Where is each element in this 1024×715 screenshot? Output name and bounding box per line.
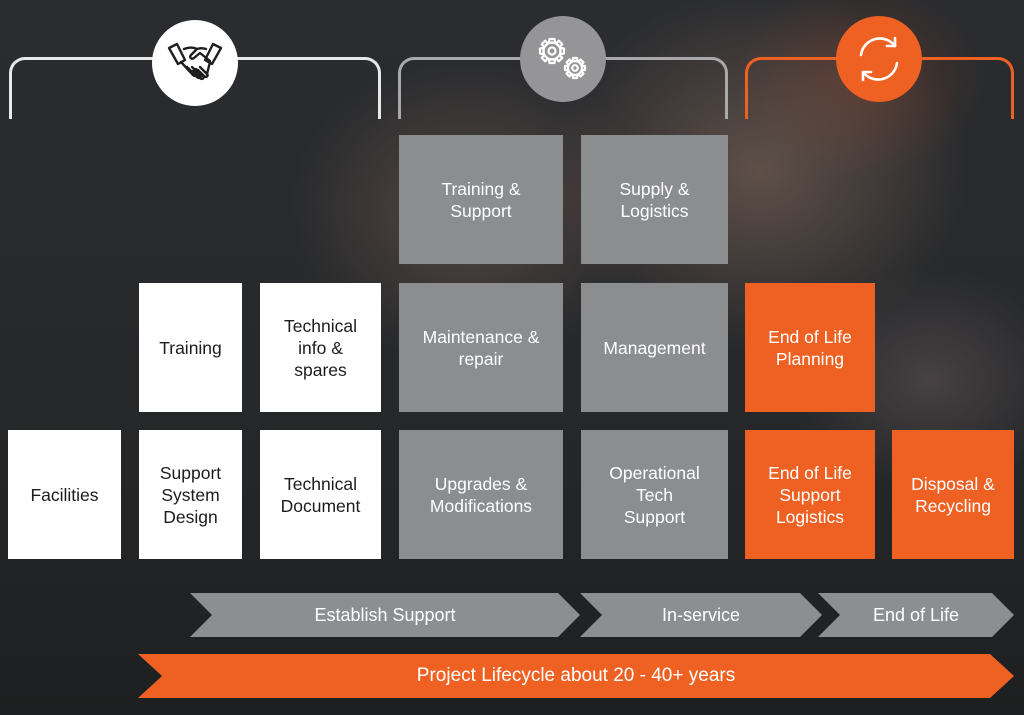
end-of-life-arrow: End of Life — [818, 593, 1014, 637]
upgrades-modifications-label: Upgrades & Modifications — [429, 473, 533, 516]
end-of-life-planning-box: End of Life Planning — [745, 283, 875, 412]
disposal-recycling-box: Disposal & Recycling — [892, 430, 1014, 559]
maintenance-repair-box: Maintenance & repair — [399, 283, 563, 412]
handshake-icon — [167, 42, 223, 81]
management-box: Management — [581, 283, 728, 412]
in-service-label: In-service — [661, 604, 741, 625]
training-box: Training — [139, 283, 242, 412]
project-lifecycle-label: Project Lifecycle about 20 - 40+ years — [416, 665, 736, 686]
establish-support-label: Establish Support — [314, 604, 456, 625]
technical-document-box: Technical Document — [260, 430, 381, 559]
operational-tech-support-label: Operational Tech Support — [609, 462, 700, 527]
end-of-life-support-logistics-box: End of Life Support Logistics — [745, 430, 875, 559]
supply-logistics-label: Supply & Logistics — [619, 178, 690, 221]
management-label: Management — [603, 337, 706, 358]
maintenance-repair-label: Maintenance & repair — [422, 326, 540, 369]
end-of-life-planning-label: End of Life Planning — [768, 326, 852, 369]
end-of-life-support-logistics-label: End of Life Support Logistics — [768, 462, 852, 527]
supply-logistics-box: Supply & Logistics — [581, 135, 728, 264]
technical-info-spares-box: Technical info & spares — [260, 283, 381, 412]
technical-document-label: Technical Document — [280, 473, 361, 516]
refresh-icon — [859, 36, 899, 82]
end-of-life-arrow-label: End of Life — [872, 604, 960, 625]
project-lifecycle-arrow: Project Lifecycle about 20 - 40+ years — [138, 654, 1014, 698]
operational-tech-support-box: Operational Tech Support — [581, 430, 728, 559]
support-system-design-label: Support System Design — [159, 462, 222, 527]
training-support-box: Training & Support — [399, 135, 563, 264]
in-service-icon-circle — [520, 16, 606, 102]
in-service-arrow: In-service — [580, 593, 822, 637]
end-of-life-icon-circle — [836, 16, 922, 102]
technical-info-spares-label: Technical info & spares — [284, 315, 357, 380]
support-system-design-box: Support System Design — [139, 430, 242, 559]
establish-icon-circle — [152, 20, 238, 106]
training-support-label: Training & Support — [441, 178, 521, 221]
establish-support-arrow: Establish Support — [190, 593, 580, 637]
disposal-recycling-label: Disposal & Recycling — [911, 473, 995, 516]
training-label: Training — [159, 337, 222, 358]
gears-icon — [538, 37, 587, 80]
upgrades-modifications-box: Upgrades & Modifications — [399, 430, 563, 559]
facilities-box: Facilities — [8, 430, 121, 559]
facilities-label: Facilities — [30, 484, 99, 505]
